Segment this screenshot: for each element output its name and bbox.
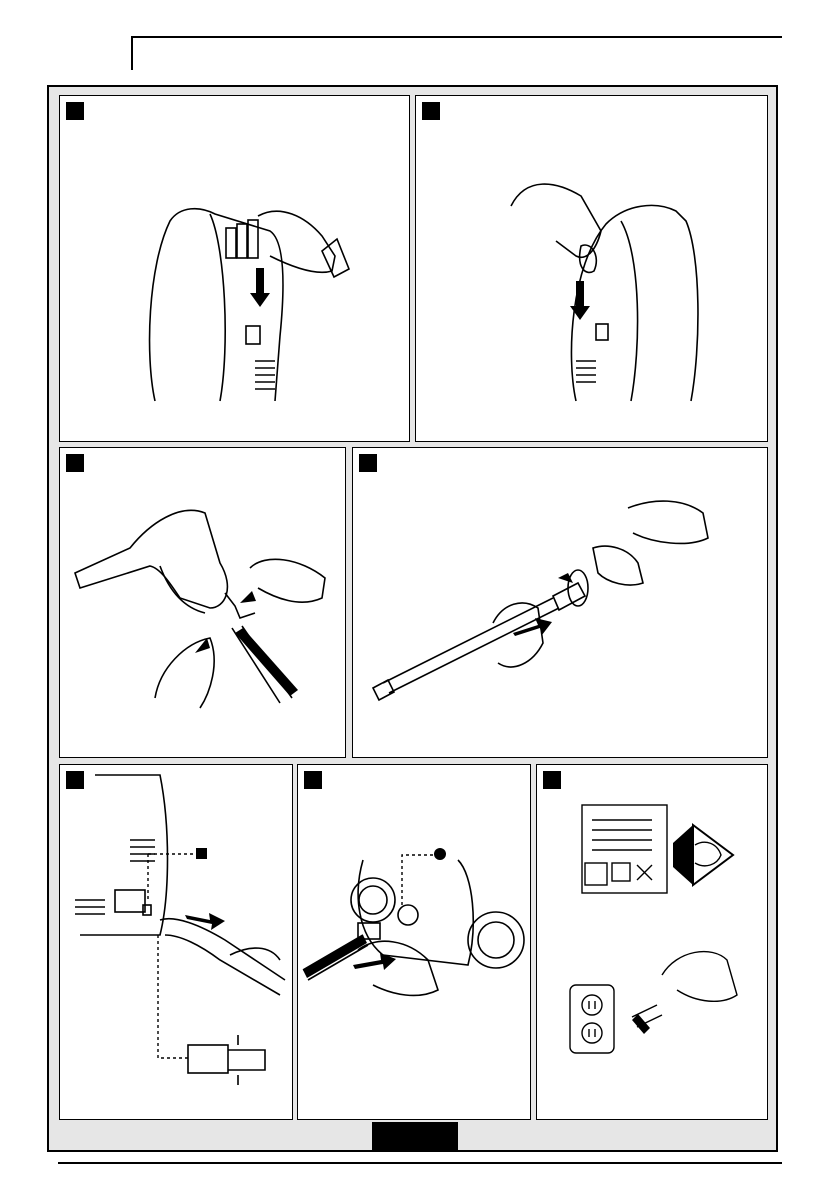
hook-install-illustration	[60, 96, 411, 443]
panel-lance-to-gun	[59, 447, 346, 758]
clip-install-illustration	[416, 96, 769, 443]
page-tab	[372, 1122, 458, 1152]
water-inlet-illustration	[298, 765, 532, 1121]
panel-nozzle-to-lance	[352, 447, 768, 758]
panel-clip-install	[415, 95, 768, 442]
panel-water-inlet	[297, 764, 531, 1120]
header-rule-vertical	[131, 36, 133, 70]
rating-plate-and-socket-illustration	[537, 765, 769, 1121]
hose-to-outlet-illustration	[60, 765, 294, 1121]
nozzle-to-lance-illustration	[353, 448, 769, 759]
panel-hose-to-outlet	[59, 764, 293, 1120]
footer-rule	[58, 1162, 782, 1164]
lance-to-gun-illustration	[60, 448, 347, 759]
header-rule-horizontal	[131, 36, 782, 38]
panel-rating-plate-and-socket	[536, 764, 768, 1120]
panel-hook-install	[59, 95, 410, 442]
